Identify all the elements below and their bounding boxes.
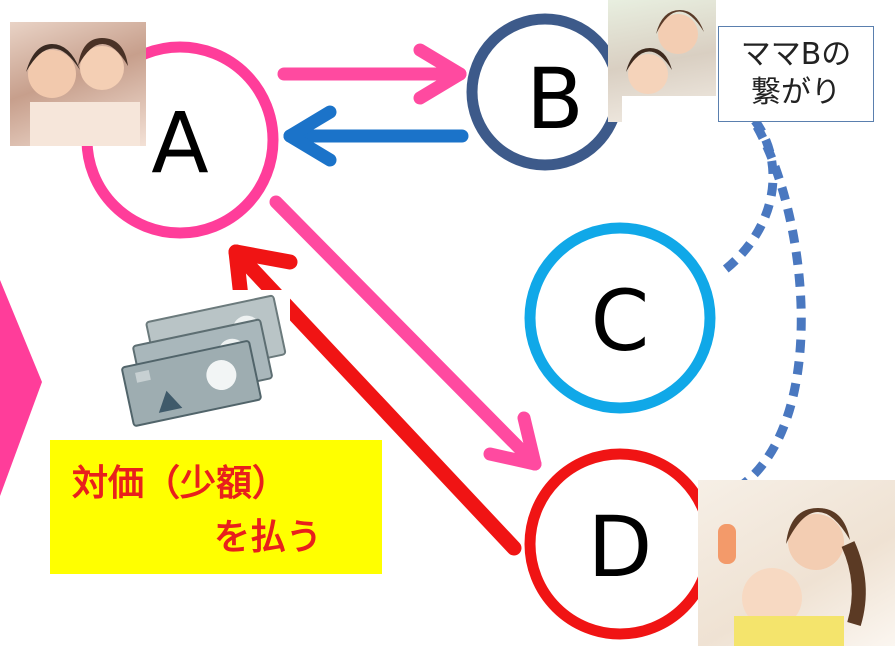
arrow-b-to-a xyxy=(283,105,469,167)
node-c-label: C xyxy=(591,272,650,370)
callout-line-1: ママBの xyxy=(740,37,852,72)
dotted-link-b-to-d xyxy=(727,88,806,494)
node-a: A xyxy=(81,41,279,239)
mama-b-network-callout: ママBの 繋がり xyxy=(718,26,874,122)
payment-label-box: 対価（少額） を払う xyxy=(50,440,382,574)
node-a-label: A xyxy=(151,94,208,192)
node-b-label: B xyxy=(526,50,584,148)
photo-mother-baby-d xyxy=(698,480,895,646)
node-d-label: D xyxy=(588,498,653,596)
payment-line-1: 対価（少額） xyxy=(72,463,289,504)
node-d: D xyxy=(524,448,716,640)
photo-mother-child-a xyxy=(10,22,146,146)
photo-mother-child-b xyxy=(608,0,716,122)
node-c: C xyxy=(524,222,716,414)
arrow-a-to-d xyxy=(269,195,542,471)
node-b: B xyxy=(466,13,624,171)
payment-line-2: を払う xyxy=(214,517,323,558)
pink-chevron-shape xyxy=(0,280,42,496)
arrow-a-to-b xyxy=(277,43,467,105)
callout-line-2: 繋がり xyxy=(751,75,841,110)
money-bills-illustration xyxy=(120,290,290,430)
